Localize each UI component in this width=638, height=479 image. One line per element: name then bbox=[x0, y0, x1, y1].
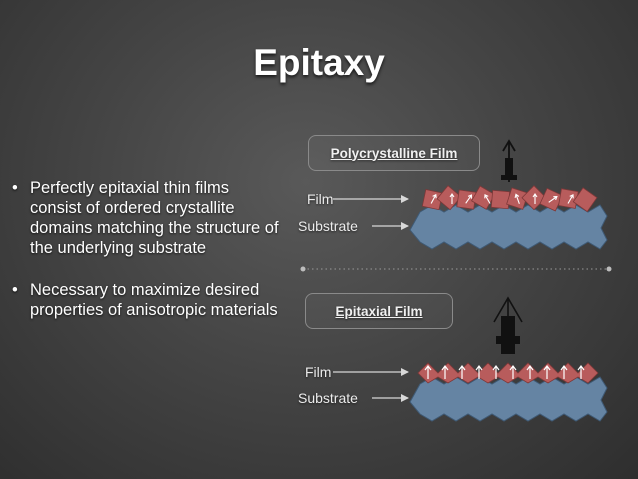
bullet-item: • Necessary to maximize desired properti… bbox=[12, 280, 282, 320]
section-divider bbox=[300, 266, 612, 272]
slide-title: Epitaxy bbox=[253, 42, 385, 83]
bullet-text: Necessary to maximize desired properties… bbox=[30, 281, 278, 319]
epi-net-orientation-icon bbox=[493, 296, 523, 354]
bullet-item: • Perfectly epitaxial thin films consist… bbox=[12, 178, 282, 258]
polycrystalline-film-title: Polycrystalline Film bbox=[330, 145, 458, 161]
epitaxial-film-title: Epitaxial Film bbox=[335, 303, 423, 319]
bullet-list: • Perfectly epitaxial thin films consist… bbox=[12, 178, 282, 342]
poly-net-orientation-icon bbox=[501, 139, 517, 182]
epi-substrate-shape bbox=[409, 376, 608, 422]
bullet-text: Perfectly epitaxial thin films consist o… bbox=[30, 179, 279, 257]
bullet-marker: • bbox=[12, 179, 18, 197]
poly-substrate-label: Substrate bbox=[298, 218, 358, 234]
poly-substrate-shape bbox=[409, 204, 608, 250]
epi-film-label: Film bbox=[305, 364, 332, 380]
epitaxial-film-label-box: Epitaxial Film bbox=[305, 293, 453, 329]
poly-film-grains bbox=[421, 185, 598, 213]
bullet-marker: • bbox=[12, 281, 18, 299]
epi-substrate-label: Substrate bbox=[298, 390, 358, 406]
epi-film-grains bbox=[417, 362, 599, 384]
poly-film-label: Film bbox=[307, 191, 334, 207]
polycrystalline-film-label-box: Polycrystalline Film bbox=[308, 135, 480, 171]
